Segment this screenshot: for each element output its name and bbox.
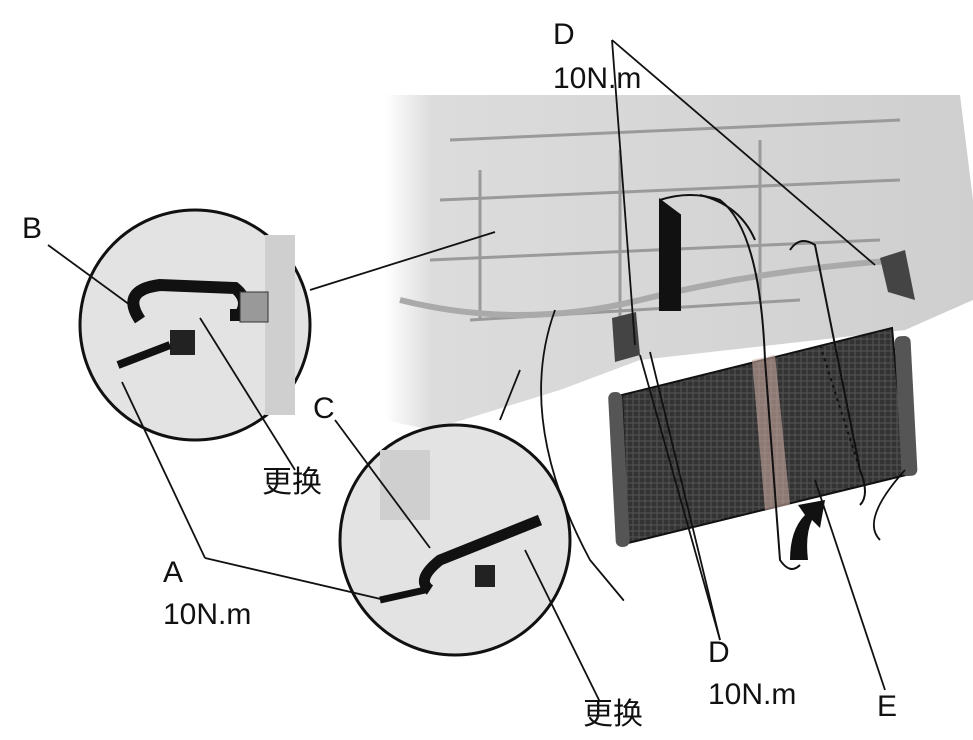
label-replace-c: 更换: [583, 698, 643, 731]
rotate-arrow-icon: [790, 500, 825, 560]
detail-circle-b: [78, 208, 312, 442]
label-d-bottom: D: [708, 636, 730, 669]
condenser-e: [608, 326, 918, 547]
label-b: B: [22, 212, 43, 245]
label-replace-b: 更换: [262, 466, 322, 499]
label-a-torque: 10N.m: [163, 598, 252, 631]
label-d-top: D: [553, 18, 575, 51]
label-a: A: [163, 556, 184, 589]
label-e: E: [877, 690, 898, 723]
label-c: C: [313, 392, 335, 425]
bracket-right: [880, 250, 915, 300]
detail-circle-c: [338, 423, 572, 657]
bracket-left: [612, 312, 640, 362]
label-d-bottom-torque: 10N.m: [708, 678, 797, 711]
strap: [659, 194, 866, 570]
leader-lines: [47, 39, 906, 703]
label-d-top-torque: 10N.m: [553, 62, 642, 95]
